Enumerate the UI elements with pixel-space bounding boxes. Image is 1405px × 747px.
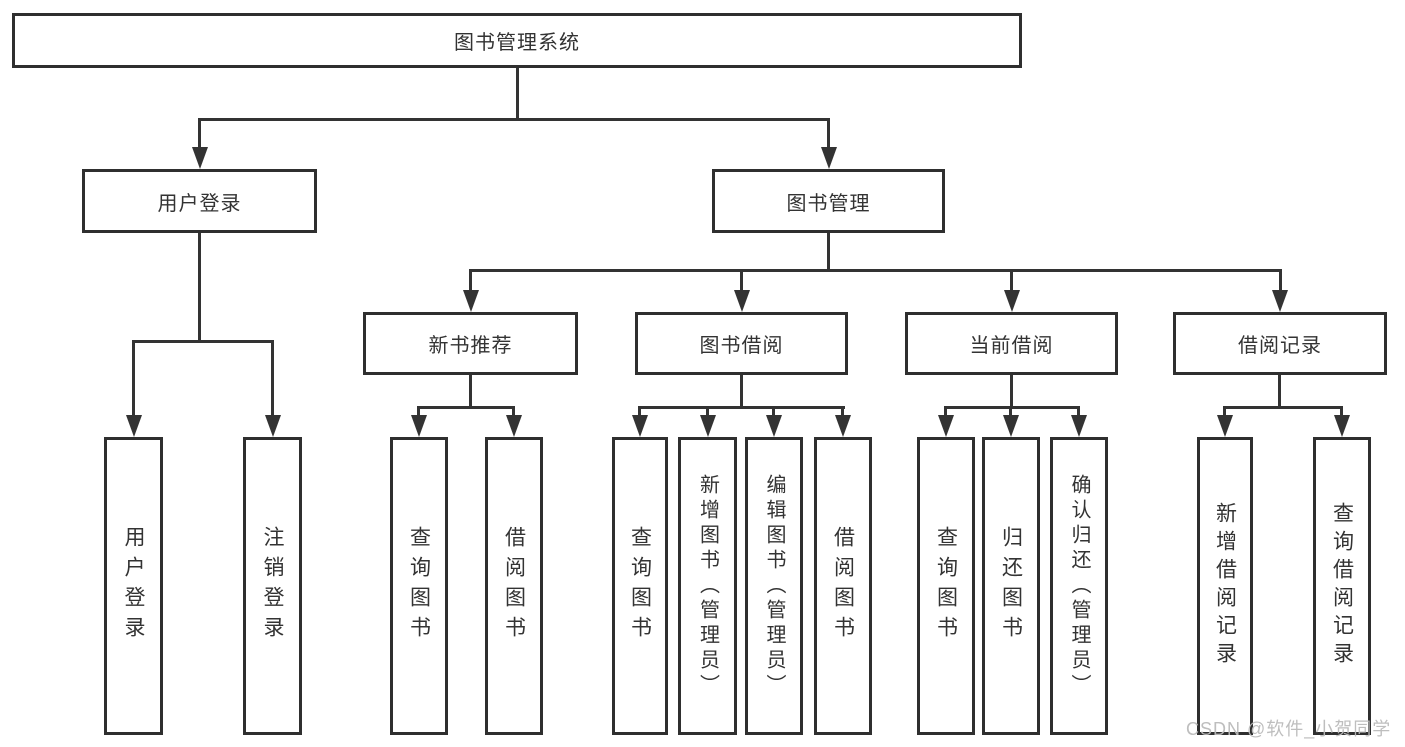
arrowhead-down-icon (192, 147, 208, 169)
connector-line (469, 269, 1282, 272)
connector-line (740, 269, 743, 292)
node-label: 查询图书 (407, 526, 431, 646)
connector-line (638, 406, 641, 417)
arrowhead-down-icon (463, 290, 479, 312)
arrowhead-down-icon (766, 415, 782, 437)
node-label: 图书管理系统 (454, 32, 580, 54)
connector-line (271, 340, 274, 417)
connector-line (827, 118, 830, 149)
node-label: 查询图书 (628, 526, 652, 646)
connector-line (198, 118, 201, 149)
connector-line (132, 340, 135, 417)
arrowhead-down-icon (411, 415, 427, 437)
connector-line (740, 375, 743, 408)
connector-line (772, 406, 775, 417)
connector-line (1223, 406, 1226, 417)
leaf-query-books: 查询图书 (612, 437, 668, 735)
connector-line (1009, 406, 1012, 417)
connector-line (417, 406, 420, 417)
node-current-borrowing: 当前借阅 (905, 312, 1118, 375)
csdn-watermark: CSDN @软件_小贺同学 (1186, 719, 1392, 739)
connector-line (944, 406, 1080, 409)
node-book-management: 图书管理 (712, 169, 945, 233)
arrowhead-down-icon (1217, 415, 1233, 437)
node-new-book-recommend: 新书推荐 (363, 312, 578, 375)
arrowhead-down-icon (835, 415, 851, 437)
connector-line (1077, 406, 1080, 417)
leaf-borrow-books: 借阅图书 (485, 437, 543, 735)
arrowhead-down-icon (265, 415, 281, 437)
connector-line (1010, 269, 1013, 292)
connector-line (1223, 406, 1343, 409)
arrowhead-down-icon (632, 415, 648, 437)
arrowhead-down-icon (734, 290, 750, 312)
leaf-return-books: 归还图书 (982, 437, 1040, 735)
arrowhead-down-icon (1003, 415, 1019, 437)
connector-line (827, 233, 830, 272)
connector-line (1278, 375, 1281, 408)
node-user-login: 用户登录 (82, 169, 317, 233)
connector-line (944, 406, 947, 417)
leaf-add-borrow-record: 新增借阅记录 (1197, 437, 1253, 735)
connector-line (132, 340, 274, 343)
arrowhead-down-icon (1272, 290, 1288, 312)
connector-line (1279, 269, 1282, 292)
leaf-borrow-books: 借阅图书 (814, 437, 872, 735)
connector-line (198, 233, 201, 340)
node-borrowing-records: 借阅记录 (1173, 312, 1387, 375)
leaf-confirm-return-admin: 确认归还（管理员） (1050, 437, 1108, 735)
node-label: 查询图书 (934, 526, 958, 646)
arrowhead-down-icon (700, 415, 716, 437)
node-label: 确认归还（管理员） (1068, 473, 1090, 699)
connector-line (469, 269, 472, 292)
connector-line (512, 406, 515, 417)
arrowhead-down-icon (938, 415, 954, 437)
connector-line (841, 406, 844, 417)
node-label: 当前借阅 (969, 335, 1054, 357)
arrowhead-down-icon (1334, 415, 1350, 437)
node-label: 借阅记录 (1238, 335, 1322, 357)
leaf-query-books: 查询图书 (390, 437, 448, 735)
connector-line (1010, 375, 1013, 408)
arrowhead-down-icon (506, 415, 522, 437)
connector-line (198, 118, 830, 121)
node-label: 图书借阅 (699, 335, 784, 357)
arrowhead-down-icon (1071, 415, 1087, 437)
leaf-logout: 注销登录 (243, 437, 302, 735)
node-book-borrowing: 图书借阅 (635, 312, 848, 375)
node-label: 归还图书 (999, 526, 1023, 646)
connector-line (638, 406, 845, 409)
connector-line (706, 406, 709, 417)
connector-line (516, 68, 519, 118)
node-label: 编辑图书（管理员） (763, 473, 785, 699)
node-label: 新增图书（管理员） (696, 473, 719, 699)
node-label: 查询借阅记录 (1330, 502, 1354, 670)
arrowhead-down-icon (126, 415, 142, 437)
connector-line (417, 406, 515, 409)
leaf-edit-books-admin: 编辑图书（管理员） (745, 437, 803, 735)
leaf-query-books: 查询图书 (917, 437, 975, 735)
node-label: 注销登录 (261, 526, 284, 646)
node-root: 图书管理系统 (12, 13, 1022, 68)
connector-line (469, 375, 472, 408)
arrowhead-down-icon (821, 147, 837, 169)
connector-line (1340, 406, 1343, 417)
leaf-add-books-admin: 新增图书（管理员） (678, 437, 737, 735)
node-label: 新书推荐 (428, 335, 513, 357)
node-label: 用户登录 (122, 526, 145, 646)
node-label: 用户登录 (157, 192, 242, 215)
arrowhead-down-icon (1004, 290, 1020, 312)
node-label: 借阅图书 (502, 526, 526, 646)
leaf-user-login: 用户登录 (104, 437, 163, 735)
node-label: 借阅图书 (831, 526, 855, 646)
node-label: 图书管理 (786, 192, 871, 215)
leaf-query-borrow-record: 查询借阅记录 (1313, 437, 1371, 735)
node-label: 新增借阅记录 (1213, 502, 1237, 670)
